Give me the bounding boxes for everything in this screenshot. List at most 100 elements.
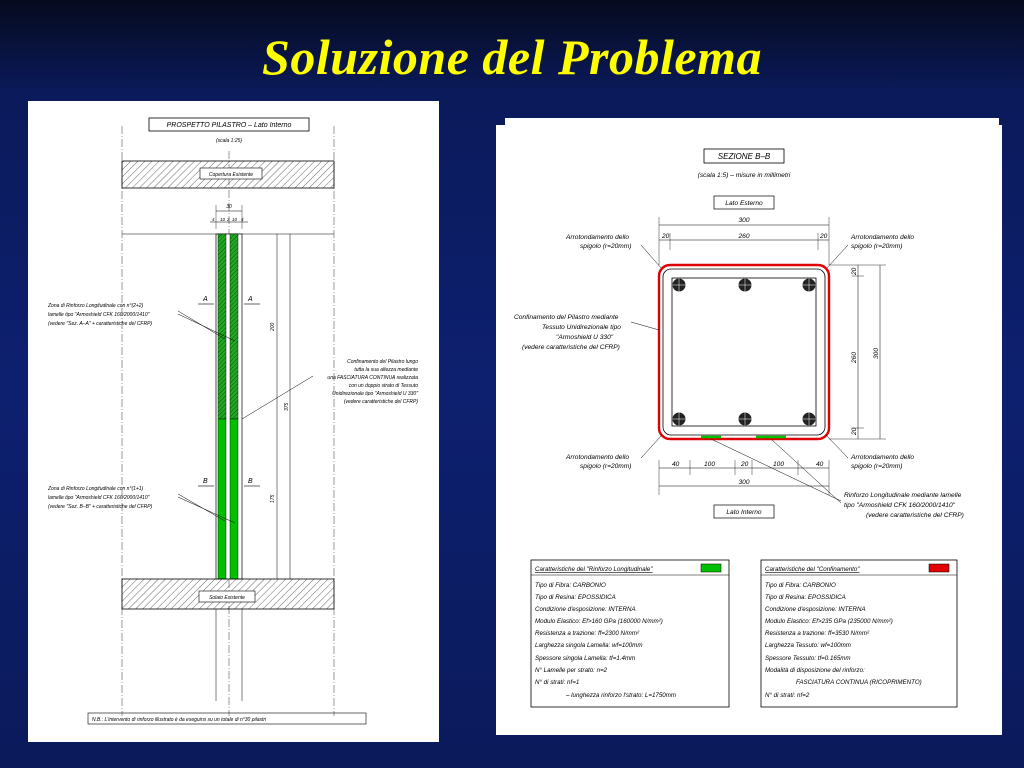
- section-confinement-note-4: (vedere caratteristiche del CFRP): [522, 344, 620, 351]
- elevation-scale: (scala 1:25): [216, 138, 242, 144]
- dim-right-outer: 300: [873, 348, 880, 359]
- confinement-note-5: Unidirezionale tipo "Armoshield U 330": [332, 391, 418, 397]
- dim-200: 200: [270, 322, 276, 332]
- dim-375: 375: [284, 402, 290, 411]
- svg-text:Tipo di Fibra: CARBONIO: Tipo di Fibra: CARBONIO: [535, 582, 606, 589]
- reinforcement-note-3: (vedere caratteristiche del CFRP): [866, 512, 964, 519]
- corner-note-tl-1: Arrotondamento dello: [565, 234, 629, 241]
- svg-text:20: 20: [661, 233, 670, 240]
- legend-longitudinal: Caratteristiche del "Rinforzo Longitudin…: [530, 559, 730, 708]
- legend-confinement: Caratteristiche del "Confinamento" Tipo …: [760, 559, 958, 708]
- svg-text:4: 4: [241, 217, 244, 222]
- svg-text:40: 40: [672, 461, 680, 468]
- section-panel-top-edge: [505, 118, 999, 128]
- confinement-note-6: (vedere caratteristiche del CFRP): [344, 399, 419, 405]
- section-scale: (scala 1:5) – misure in millimetri: [698, 172, 791, 179]
- lower-zone-note-1: Zona di Rinforzo Longitudinale con n°(1+…: [47, 486, 144, 492]
- svg-text:N° di strati: nf=1: N° di strati: nf=1: [535, 679, 579, 686]
- svg-text:40: 40: [816, 461, 824, 468]
- svg-text:20: 20: [851, 267, 858, 276]
- svg-text:Resistenza a trazione: ff=3530: Resistenza a trazione: ff=3530 N/mm²: [765, 630, 870, 637]
- dim-175: 175: [270, 494, 276, 503]
- pillar-elevation-svg: PROSPETTO PILASTRO – Lato Interno (scala…: [47, 117, 419, 725]
- corner-note-bl-2: spigolo (r=20mm): [580, 463, 632, 470]
- corner-note-bl-1: Arrotondamento dello: [565, 454, 629, 461]
- svg-text:Condizione d'esposizione: INTE: Condizione d'esposizione: INTERNA: [765, 606, 866, 613]
- corner-note-br-1: Arrotondamento dello: [850, 454, 914, 461]
- section-title: SEZIONE B–B: [718, 152, 771, 161]
- section-drawing: SEZIONE B–B (scala 1:5) – misure in mill…: [496, 125, 1002, 735]
- section-confinement-note-2: Tessuto Unidirezionale tipo: [542, 324, 621, 331]
- svg-text:20: 20: [819, 233, 828, 240]
- svg-text:20: 20: [740, 461, 749, 468]
- elevation-title-box: [148, 117, 310, 132]
- cfrp-strip-lower-left: [217, 418, 227, 580]
- svg-text:Tipo di Fibra: CARBONIO: Tipo di Fibra: CARBONIO: [765, 582, 836, 589]
- dim-bottom-total: 300: [738, 479, 749, 486]
- lower-zone-note-3: (vedere "Sez. B–B" + caratteristiche del…: [48, 504, 153, 510]
- section-b-left: B: [203, 478, 208, 485]
- label-lato-esterno: Lato Esterno: [725, 200, 763, 207]
- corner-note-tr-1: Arrotondamento dello: [850, 234, 914, 241]
- reinforcement-note-1: Rinforzo Longitudinale mediante lamelle: [844, 492, 962, 499]
- legend-confinement-header: Caratteristiche del "Confinamento": [765, 566, 860, 573]
- svg-text:Condizione d'esposizione: INTE: Condizione d'esposizione: INTERNA: [535, 606, 636, 613]
- svg-text:100: 100: [704, 461, 715, 468]
- confinement-note-4: con un doppio strato di Tessuto: [349, 383, 419, 389]
- svg-text:Spessore singola Lamella: tf=1: Spessore singola Lamella: tf=1.4mm: [535, 655, 635, 662]
- cfrp-strip-upper-right: [229, 233, 239, 420]
- label-lato-interno: Lato Interno: [726, 509, 762, 516]
- bottom-slab-label: Solaio Esistente: [209, 595, 245, 601]
- dim-right-inner: 260: [851, 352, 858, 364]
- corner-note-tr-2: spigolo (r=20mm): [851, 243, 903, 250]
- legend-longitudinal-swatch: [700, 563, 722, 573]
- upper-zone-note-1: Zona di Rinforzo Longitudinale con n°(2+…: [47, 303, 144, 309]
- confinement-note-2: tutta la sua altezza mediante: [354, 367, 418, 373]
- svg-text:10: 10: [220, 217, 226, 222]
- section-b-right: B: [248, 478, 253, 485]
- section-a-left: A: [202, 296, 208, 303]
- width-dimension: 30: [226, 204, 232, 210]
- reinforcement-note-2: tipo "Armoshield CFK 160/2000/1410": [844, 502, 956, 509]
- svg-text:Tipo di Resina: EPOSSIDICA: Tipo di Resina: EPOSSIDICA: [765, 594, 846, 601]
- section-confinement-note-3: "Armoshield U 330": [556, 334, 614, 341]
- svg-text:10: 10: [232, 217, 238, 222]
- svg-text:4: 4: [212, 217, 215, 222]
- lower-zone-note-2: lamelle tipo "Armoshield CFK 160/2000/14…: [48, 495, 150, 501]
- legend-longitudinal-header: Caratteristiche del "Rinforzo Longitudin…: [535, 566, 653, 573]
- svg-text:Resistenza a trazione: ff=2300: Resistenza a trazione: ff=2300 N/mm²: [535, 630, 640, 637]
- elevation-title: PROSPETTO PILASTRO – Lato Interno: [167, 122, 292, 129]
- svg-text:Modulo Elastico: Ef>235 GPa (2: Modulo Elastico: Ef>235 GPa (235000 N/mm…: [765, 618, 893, 625]
- section-svg: SEZIONE B–B (scala 1:5) – misure in mill…: [514, 148, 964, 708]
- svg-text:Modalità di disposizione del r: Modalità di disposizione del rinforzo:: [765, 667, 865, 674]
- dim-top-total: 300: [738, 217, 749, 224]
- svg-text:100: 100: [773, 461, 784, 468]
- svg-text:2: 2: [226, 217, 230, 222]
- svg-text:Tipo di Resina: EPOSSIDICA: Tipo di Resina: EPOSSIDICA: [535, 594, 616, 601]
- svg-text:Larghezza singola Lamella: wf=: Larghezza singola Lamella: wf=100mm: [535, 642, 642, 649]
- upper-zone-note-2: lamelle tipo "Armoshield CFK 160/2000/14…: [48, 312, 150, 318]
- svg-text:FASCIATURA CONTINUA (RICOPRIME: FASCIATURA CONTINUA (RICOPRIMENTO): [796, 679, 922, 686]
- slide-title: Soluzione del Problema: [262, 29, 762, 85]
- corner-note-br-2: spigolo (r=20mm): [851, 463, 903, 470]
- legend-confinement-swatch: [928, 563, 950, 573]
- stirrup: [671, 277, 817, 427]
- confinement-note-1: Confinamento del Pilastro lungo: [347, 359, 418, 365]
- svg-text:N° di strati: nf=2: N° di strati: nf=2: [765, 692, 810, 699]
- svg-text:260: 260: [737, 233, 749, 240]
- section-a-right: A: [247, 296, 253, 303]
- confinement-wrap: [657, 263, 831, 441]
- svg-text:Larghezza Tessuto: wf=100mm: Larghezza Tessuto: wf=100mm: [765, 642, 851, 649]
- pillar-section: [662, 268, 826, 436]
- elevation-footnote: N.B.: L'intervento di rinforzo illustrat…: [92, 717, 267, 723]
- svg-text:N° Lamelle per strato: n=2: N° Lamelle per strato: n=2: [535, 667, 608, 674]
- pillar-elevation-drawing: PROSPETTO PILASTRO – Lato Interno (scala…: [28, 101, 439, 742]
- svg-text:Modulo Elastico: Ef>160 GPa (1: Modulo Elastico: Ef>160 GPa (160000 N/mm…: [535, 618, 663, 625]
- cfrp-strip-lower-right: [229, 418, 239, 580]
- svg-text:Spessore Tessuto: tf=0.165mm: Spessore Tessuto: tf=0.165mm: [765, 655, 851, 662]
- upper-zone-note-3: (vedere "Sez. A–A" + caratteristiche del…: [48, 321, 152, 327]
- top-slab-label: Copertura Esistente: [209, 172, 253, 178]
- cfrp-strip-upper-left: [217, 233, 227, 420]
- confinement-note-3: una FASCIATURA CONTINUA realizzata: [327, 375, 418, 381]
- svg-text:20: 20: [851, 427, 858, 436]
